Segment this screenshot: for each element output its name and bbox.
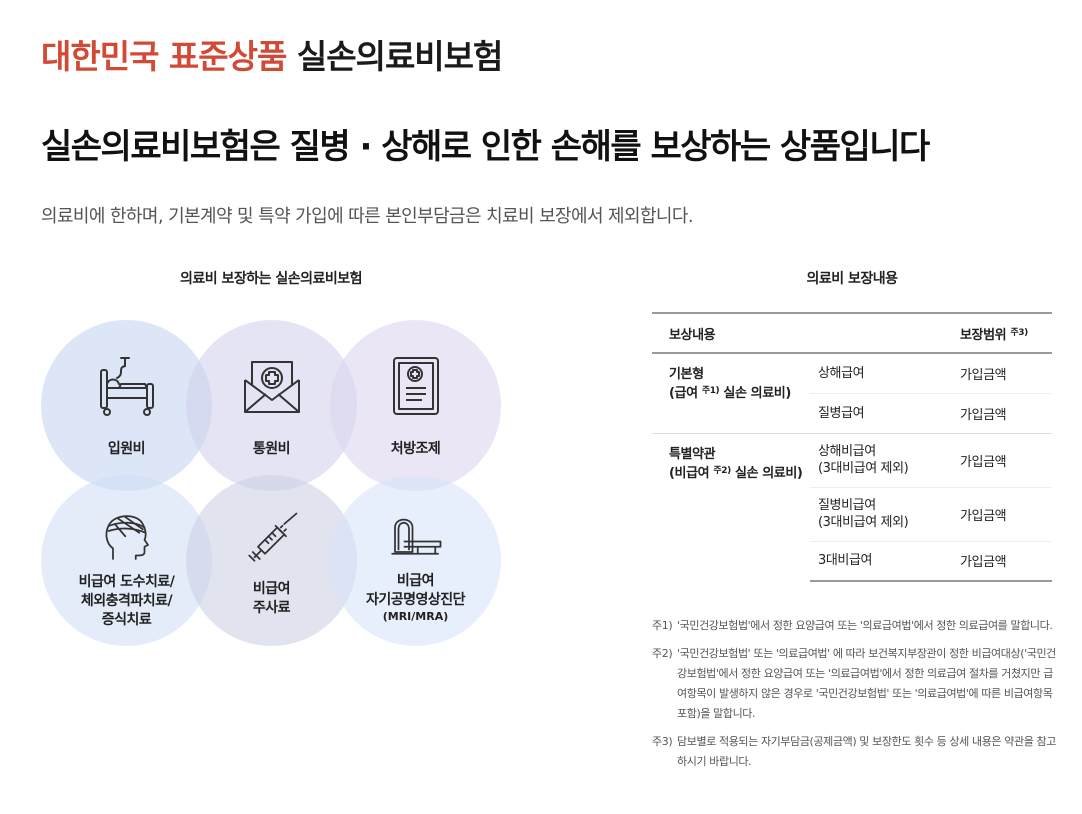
coverage-item-prescription: 처방조제 <box>330 354 501 459</box>
coverage-item-mri: 비급여 자기공명영상진단 (MRI/MRA) <box>330 510 501 624</box>
coverage-diagram: 입원비 통원비 처방조제 <box>41 320 501 646</box>
footnotes: 주1) '국민건강보험법'에서 정한 요양급여 또는 '의료급여법'에서 정한 … <box>652 616 1056 780</box>
coverage-item-label: 처방조제 <box>390 441 441 457</box>
group-basic: 기본형 (급여 주1) 실손 의료비) <box>669 367 791 401</box>
circle-inpatient <box>41 320 212 491</box>
table-header-row: 보상내용 보장범위 주3) <box>652 312 1052 354</box>
row-item: 질병비급여 (3대비급여 제외) <box>810 486 960 541</box>
coverage-item-inpatient: 입원비 <box>41 354 212 459</box>
coverage-diagram-caption: 의료비 보장하는 실손의료비보험 <box>179 271 363 287</box>
page-title: 대한민국 표준상품 실손의료비보험 <box>41 30 504 78</box>
header-range: 보장범위 주3) <box>960 312 1052 354</box>
coverage-item-label: 통원비 <box>252 441 291 457</box>
prescription-icon <box>392 357 439 415</box>
row-item: 상해급여 <box>818 365 865 381</box>
circle-mri <box>330 475 501 646</box>
circle-outpatient <box>186 320 357 491</box>
coverage-item-injection: 비급여 주사료 <box>186 510 357 618</box>
headline: 실손의료비보험은 질병 · 상해로 인한 손해를 보상하는 상품입니다 <box>41 127 930 167</box>
footnote-text: '국민건강보험법' 또는 '의료급여법' 에 따라 보건복지부장관이 정한 비급… <box>677 647 1056 720</box>
header-range-note: 주3) <box>1010 327 1028 338</box>
coverage-table: 보상내용 보장범위 주3) 기본형 (급여 주1) 실손 의료비) 상해급여 가… <box>652 312 1052 582</box>
group-special: 특별약관 (비급여 주2) 실손 의료비) <box>652 432 810 581</box>
syringe-icon <box>247 512 297 562</box>
table-row: 질병급여 가입금액 <box>652 392 1052 433</box>
coverage-item-label: 비급여 도수치료/ 체외충격파치료/ 증식치료 <box>78 574 175 628</box>
title-rest: 실손의료비보험 <box>286 37 504 76</box>
coverage-item-manual-therapy: 비급여 도수치료/ 체외충격파치료/ 증식치료 <box>41 510 212 630</box>
table-row: 기본형 (급여 주1) 실손 의료비) 상해급여 가입금액 <box>652 353 1052 401</box>
footnote-text: 담보별로 적용되는 자기부담금(공제금액) 및 보장한도 횟수 등 상세 내용은… <box>677 735 1056 768</box>
subtext: 의료비에 한하며, 기본계약 및 특약 가입에 따른 본인부담금은 치료비 보장… <box>41 206 694 227</box>
footnote: 주1) '국민건강보험법'에서 정한 요양급여 또는 '의료급여법'에서 정한 … <box>652 616 1056 636</box>
row-range: 가입금액 <box>960 540 1052 582</box>
head-bandage-icon <box>105 515 149 560</box>
row-range: 가입금액 <box>960 432 1052 487</box>
coverage-item-label: 비급여 주사료 <box>252 581 291 616</box>
hospital-bed-icon <box>99 357 154 416</box>
coverage-table-caption: 의료비 보장내용 <box>806 271 898 287</box>
footnote: 주2) '국민건강보험법' 또는 '의료급여법' 에 따라 보건복지부장관이 정… <box>652 644 1056 724</box>
footnote-mark: 주2) <box>652 647 673 660</box>
coverage-item-label: 입원비 <box>107 441 146 457</box>
footnote-mark: 주1) <box>652 619 673 632</box>
row-range: 가입금액 <box>960 486 1052 541</box>
circle-manual-therapy <box>41 475 212 646</box>
title-accent: 대한민국 표준상품 <box>41 37 287 76</box>
circle-prescription <box>330 320 501 491</box>
row-item: 상해비급여 (3대비급여 제외) <box>810 432 960 487</box>
table-row: 질병비급여 (3대비급여 제외) 가입금액 <box>652 486 1052 541</box>
row-range: 가입금액 <box>960 392 1052 433</box>
coverage-item-label: 비급여 자기공명영상진단 <box>365 573 466 608</box>
header-content: 보상내용 <box>652 312 960 354</box>
circle-injection <box>186 475 357 646</box>
row-range: 가입금액 <box>960 367 1007 383</box>
coverage-item-sublabel: (MRI/MRA) <box>382 610 449 623</box>
mri-scanner-icon <box>391 518 441 555</box>
row-item: 질병급여 <box>810 392 960 433</box>
table-row: 3대비급여 가입금액 <box>652 540 1052 582</box>
footnote-mark: 주3) <box>652 735 673 748</box>
footnote-text: '국민건강보험법'에서 정한 요양급여 또는 '의료급여법'에서 정한 의료급여… <box>677 619 1053 632</box>
row-item: 3대비급여 <box>810 540 960 582</box>
coverage-item-outpatient: 통원비 <box>186 354 357 459</box>
footnote: 주3) 담보별로 적용되는 자기부담금(공제금액) 및 보장한도 횟수 등 상세… <box>652 732 1056 772</box>
medical-envelope-icon <box>243 361 300 413</box>
table-row: 특별약관 (비급여 주2) 실손 의료비) 상해비급여 (3대비급여 제외) 가… <box>652 432 1052 581</box>
